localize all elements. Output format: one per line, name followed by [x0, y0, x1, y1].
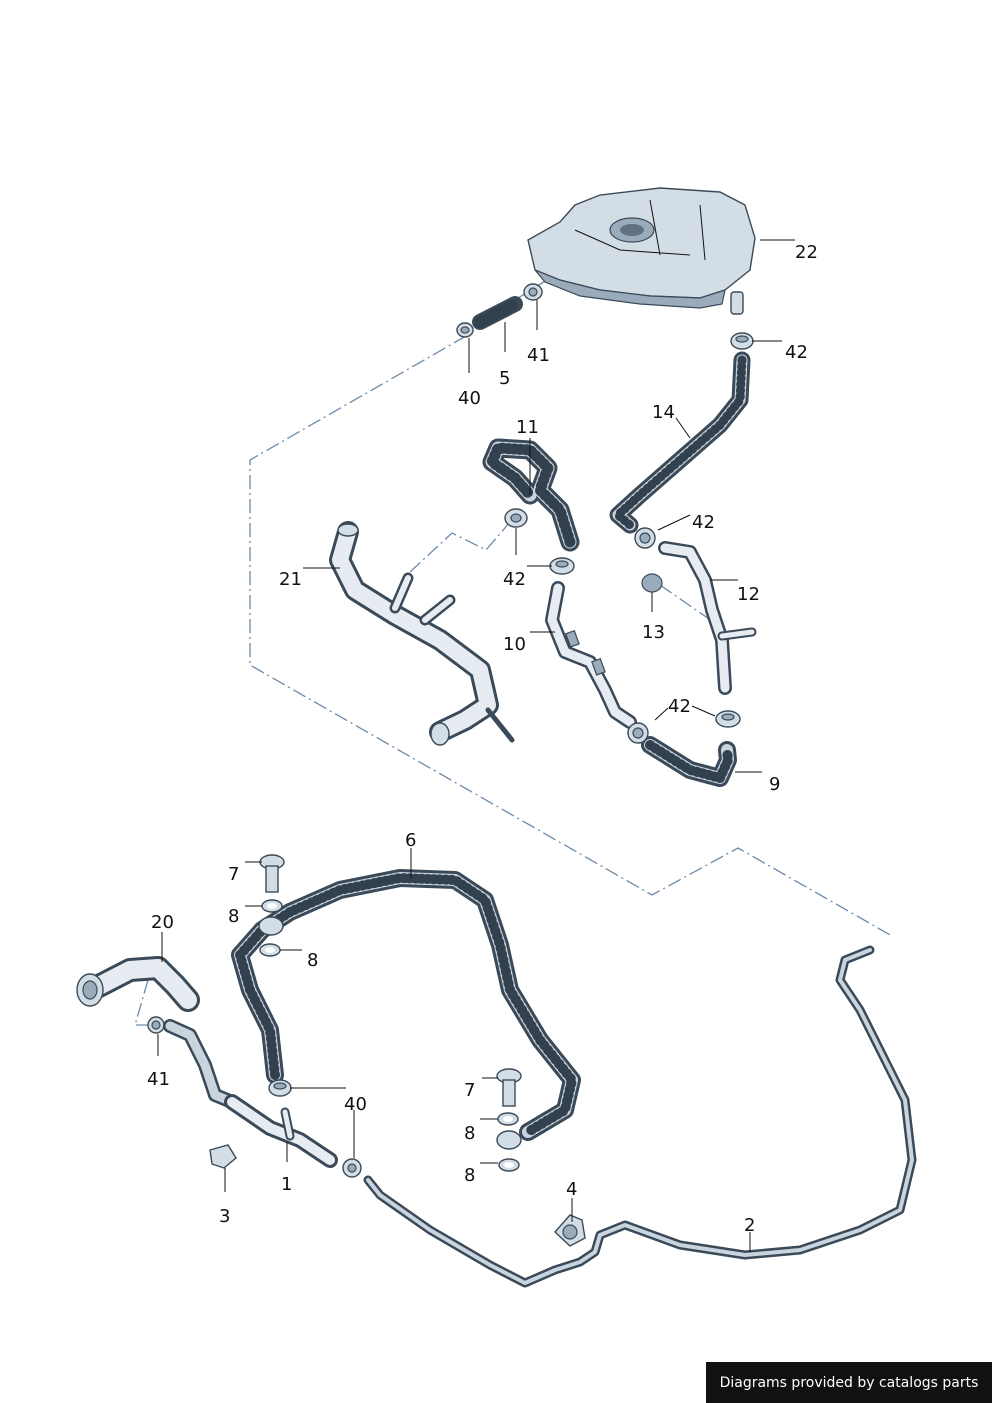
holder-4 — [554, 1214, 586, 1247]
label-20: 20 — [151, 912, 174, 933]
assembly-outline — [249, 335, 893, 937]
clamp-42-pipe10 — [549, 557, 575, 575]
coolant-pipe-10 — [545, 581, 637, 729]
label-4: 4 — [566, 1179, 577, 1200]
label-11: 11 — [516, 417, 539, 438]
label-40-top: 40 — [458, 388, 481, 409]
coolant-pipe-21 — [329, 521, 515, 746]
leader-40-lower — [290, 1087, 355, 1158]
label-13: 13 — [642, 622, 665, 643]
clamp-41-top — [523, 283, 543, 301]
clamp-40-top — [456, 322, 474, 338]
label-22: 22 — [795, 242, 818, 263]
hose-1 — [163, 1019, 338, 1168]
connector-20 — [76, 956, 200, 1012]
hose-9 — [641, 736, 737, 787]
leader-14 — [675, 417, 691, 439]
washer-8-lower-a — [497, 1112, 519, 1126]
expansion-tank — [527, 187, 756, 315]
banjo-bolt-7-lower — [496, 1068, 522, 1107]
clamp-42-tank — [730, 332, 754, 350]
label-8-upper-a: 8 — [228, 906, 239, 927]
clamp-42-pipe12 — [634, 527, 656, 549]
leader-42-right — [657, 514, 691, 531]
label-3: 3 — [219, 1206, 230, 1227]
label-6: 6 — [405, 830, 416, 851]
label-8-lower-b: 8 — [464, 1165, 475, 1186]
label-8-lower-a: 8 — [464, 1123, 475, 1144]
label-7-upper: 7 — [228, 864, 239, 885]
assembly-link-12-13 — [659, 584, 726, 631]
banjo-fitting-upper — [258, 916, 284, 936]
label-42-pipe10: 42 — [503, 569, 526, 590]
label-5: 5 — [499, 368, 510, 389]
label-42-right: 42 — [692, 512, 715, 533]
washer-8-lower-b — [498, 1158, 520, 1172]
clamp-40-lower-left — [268, 1079, 292, 1097]
label-2: 2 — [744, 1215, 755, 1236]
clamp-40-lower-right — [342, 1158, 362, 1178]
leader-42-hose9 — [654, 705, 716, 721]
label-12: 12 — [737, 584, 760, 605]
label-8-upper-b: 8 — [307, 950, 318, 971]
label-21: 21 — [279, 569, 302, 590]
assembly-link-11-21 — [409, 521, 511, 573]
cap-13 — [641, 573, 663, 593]
label-9: 9 — [769, 774, 780, 795]
label-7-lower: 7 — [464, 1080, 475, 1101]
washer-8-upper-a — [261, 899, 283, 913]
hose-11 — [482, 438, 580, 552]
banjo-bolt-7-upper — [259, 854, 285, 893]
coolant-pipe-12 — [658, 541, 757, 695]
clamp-42-hose11 — [504, 508, 528, 528]
hose-2 — [363, 945, 917, 1288]
label-1: 1 — [281, 1174, 292, 1195]
clip-3 — [209, 1144, 237, 1169]
label-10: 10 — [503, 634, 526, 655]
hose-6 — [231, 869, 581, 1141]
clamp-41-lower — [147, 1016, 165, 1034]
washer-8-upper-b — [259, 943, 281, 957]
label-41-lower: 41 — [147, 1069, 170, 1090]
hose-14 — [609, 351, 751, 534]
label-14: 14 — [652, 402, 675, 423]
label-42-hose9: 42 — [668, 696, 691, 717]
clamp-42-hose9-right — [715, 710, 741, 728]
label-40-lower: 40 — [344, 1094, 367, 1115]
label-41-top: 41 — [527, 345, 550, 366]
clamp-42-hose9-left — [627, 722, 649, 744]
short-hose-5 — [472, 296, 523, 330]
banjo-fitting-lower — [496, 1130, 522, 1150]
label-42-tank: 42 — [785, 342, 808, 363]
credit-banner: Diagrams provided by catalogs parts — [706, 1362, 992, 1403]
